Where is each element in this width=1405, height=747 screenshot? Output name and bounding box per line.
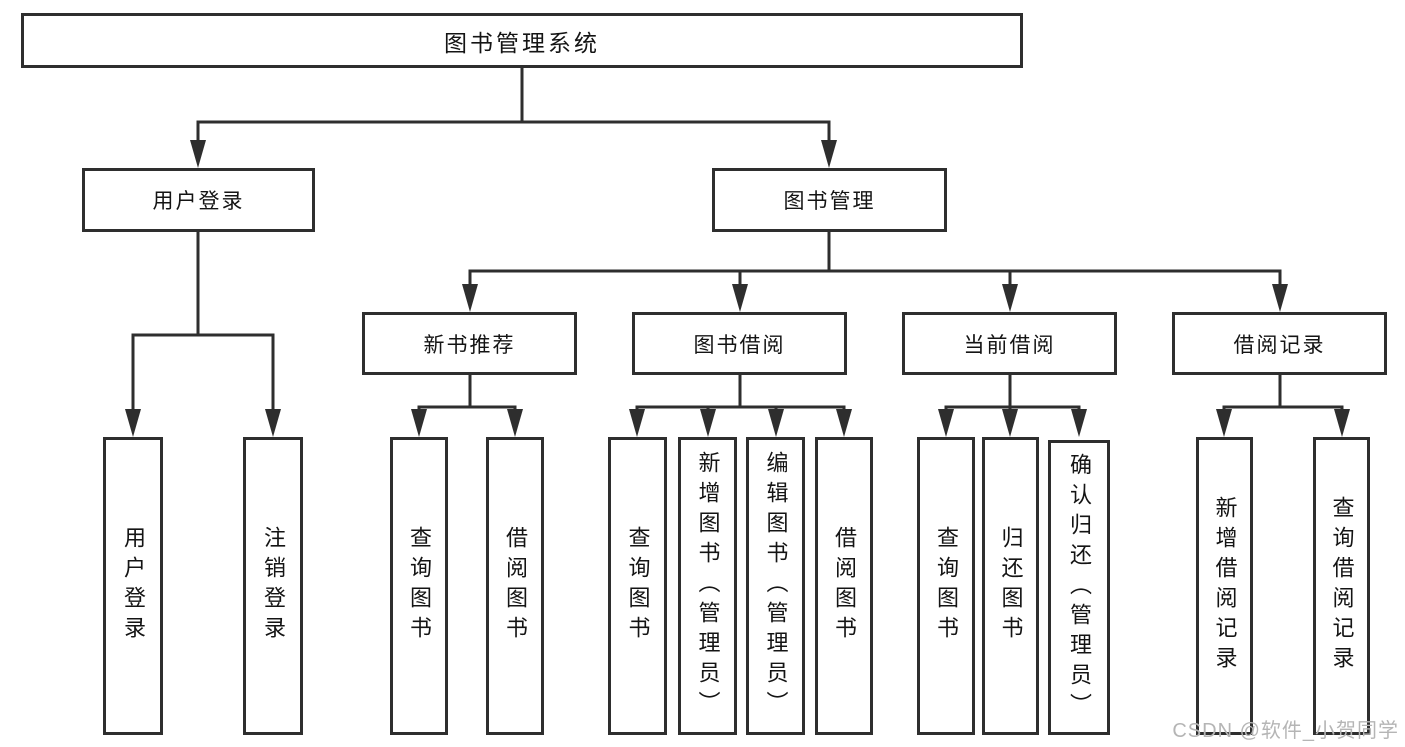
leaf-label: 查询图书 bbox=[407, 526, 432, 646]
leaf-logout: 注销登录 bbox=[243, 437, 303, 735]
leaf-records-add-record: 新增借阅记录 bbox=[1196, 437, 1253, 735]
leaf-records-query-record: 查询借阅记录 bbox=[1313, 437, 1370, 735]
leaf-borrow-borrow-books: 借阅图书 bbox=[815, 437, 873, 735]
leaf-user-login: 用户登录 bbox=[103, 437, 163, 735]
edges-recommend-to-leaves bbox=[417, 375, 517, 419]
leaf-borrow-edit-books-admin: 编辑图书（管理员） bbox=[746, 437, 805, 735]
node-current-borrow: 当前借阅 bbox=[902, 312, 1117, 375]
node-new-book-recommend: 新书推荐 bbox=[362, 312, 577, 375]
leaf-borrow-add-books-admin: 新增图书（管理员） bbox=[678, 437, 737, 735]
leaf-label: 新增图书（管理员） bbox=[695, 451, 721, 721]
leaf-label: 查询图书 bbox=[934, 526, 959, 646]
leaf-label: 借阅图书 bbox=[503, 526, 528, 646]
node-borrow-records: 借阅记录 bbox=[1172, 312, 1387, 375]
leaf-label: 用户登录 bbox=[121, 526, 146, 646]
edges-login-to-leaves bbox=[131, 232, 275, 419]
leaf-label: 借阅图书 bbox=[832, 526, 857, 646]
leaf-label: 查询图书 bbox=[625, 526, 651, 646]
edges-management-to-level3 bbox=[468, 232, 1282, 294]
edges-root-to-level2 bbox=[196, 68, 831, 150]
leaf-recommend-query-books: 查询图书 bbox=[390, 437, 448, 735]
leaf-label: 查询借阅记录 bbox=[1329, 496, 1355, 676]
leaf-label: 归还图书 bbox=[998, 526, 1024, 646]
node-book-borrow: 图书借阅 bbox=[632, 312, 847, 375]
node-user-login: 用户登录 bbox=[82, 168, 315, 232]
leaf-current-query-books: 查询图书 bbox=[917, 437, 975, 735]
leaf-current-confirm-return-admin: 确认归还（管理员） bbox=[1048, 440, 1110, 735]
leaf-label: 确认归还（管理员） bbox=[1067, 452, 1092, 723]
edges-borrow-to-leaves bbox=[635, 375, 846, 419]
leaf-recommend-borrow-books: 借阅图书 bbox=[486, 437, 544, 735]
arrowheads bbox=[125, 140, 1350, 437]
node-book-management: 图书管理 bbox=[712, 168, 947, 232]
leaf-label: 注销登录 bbox=[261, 526, 286, 646]
leaf-label: 编辑图书（管理员） bbox=[763, 451, 789, 721]
node-root-system: 图书管理系统 bbox=[21, 13, 1023, 68]
leaf-label: 新增借阅记录 bbox=[1212, 496, 1238, 676]
leaf-borrow-query-books: 查询图书 bbox=[608, 437, 667, 735]
csdn-watermark: CSDN @软件_小贺同学 bbox=[1172, 720, 1399, 742]
leaf-current-return-books: 归还图书 bbox=[982, 437, 1039, 735]
edges-records-to-leaves bbox=[1222, 375, 1344, 419]
